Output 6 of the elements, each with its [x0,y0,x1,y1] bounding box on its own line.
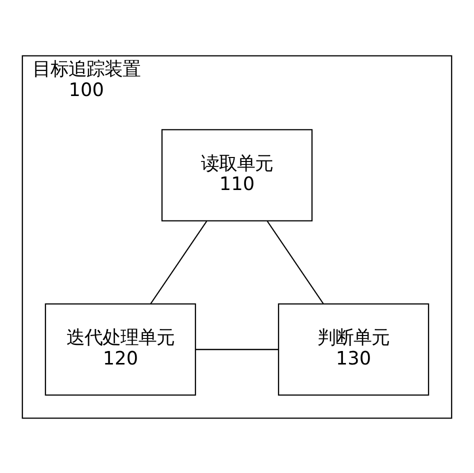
node-box: 判断单元 130 [278,302,430,396]
connector [266,220,324,304]
node-box: 读取单元 110 [161,128,313,221]
node-box: 迭代处理单元 120 [44,302,196,396]
connector [150,220,208,304]
connector [196,348,278,350]
